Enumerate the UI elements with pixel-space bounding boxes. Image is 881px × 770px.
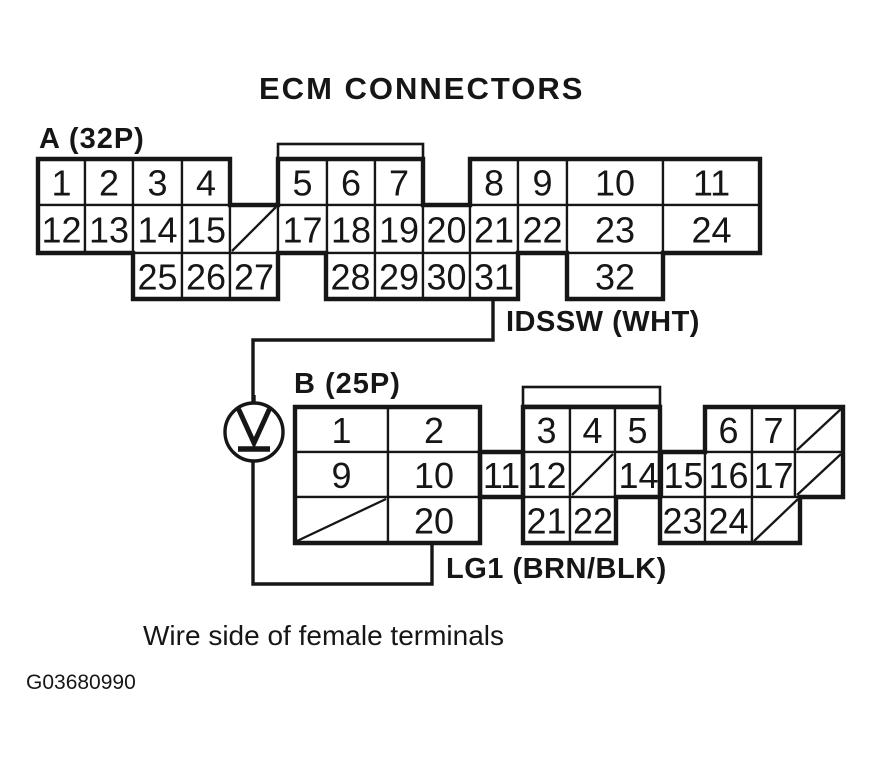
connector-b-cell-label-10: 10 (414, 455, 454, 496)
connector-b-cell-10 (386, 450, 482, 499)
connector-b-blocked-diagonal (571, 453, 614, 496)
connector-b-cell-label-6: 6 (718, 410, 738, 451)
connector-a-cell-label-23: 23 (595, 210, 635, 251)
connector-b-cell-24 (703, 495, 754, 545)
connector-a-cell-label-32: 32 (595, 257, 635, 298)
connector-b-outline (520, 404, 663, 546)
connector-b-cell-2 (386, 405, 482, 454)
connector-a-cell-24 (661, 203, 762, 255)
connector-a-cell-label-22: 22 (522, 210, 562, 251)
connector-a-cell-label-26: 26 (186, 257, 226, 298)
connector-b-cell-label-24: 24 (708, 501, 748, 542)
connector-b-cell-23 (658, 495, 707, 545)
connector-b-cell-17 (750, 450, 797, 499)
connector-b-blocked-diagonal (753, 498, 799, 542)
connector-a-cell-label-1: 1 (51, 163, 71, 204)
connector-a-outline (35, 156, 763, 302)
ground-symbol-icon (223, 401, 285, 463)
connector-b-cell-label-4: 4 (582, 410, 602, 451)
connector-a-cell-label-9: 9 (532, 163, 552, 204)
connector-a-cell-label-5: 5 (292, 163, 312, 204)
connector-b-blocked-diagonal (796, 408, 842, 451)
connector-b-cell-label-1: 1 (331, 410, 351, 451)
connector-a-cell-28 (324, 251, 377, 301)
connector-a-cell-label-4: 4 (196, 163, 216, 204)
connector-a-cell-label-19: 19 (379, 210, 419, 251)
connector-a-cell-label-27: 27 (234, 257, 274, 298)
connector-a-cell-label-15: 15 (186, 210, 226, 251)
connector-a-cell-label-14: 14 (137, 210, 177, 251)
connector-a-cell-label-28: 28 (330, 257, 370, 298)
connector-b-cell-label-14: 14 (618, 455, 658, 496)
connector-b-cell-label-9: 9 (331, 455, 351, 496)
connector-a-cell-22 (516, 203, 569, 255)
connector-b-cell-label-16: 16 (708, 455, 748, 496)
connector-a-cell-label-8: 8 (484, 163, 504, 204)
connector-a-cell-label-12: 12 (41, 210, 81, 251)
connector-b-cell-label-12: 12 (526, 455, 566, 496)
connector-b-cell-label-17: 17 (753, 455, 793, 496)
connector-a-cell-label-24: 24 (691, 210, 731, 251)
connector-b-cell-label-15: 15 (663, 455, 703, 496)
connector-a-blocked-diagonal (231, 206, 277, 252)
connector-b-cell-label-21: 21 (526, 501, 566, 542)
caption: Wire side of female terminals (143, 620, 505, 651)
connector-a-cell-label-11: 11 (693, 163, 730, 204)
connector-a-cell-label-20: 20 (426, 210, 466, 251)
connector-b-outline (657, 404, 846, 546)
ground-symbol-v-glyph (236, 407, 272, 450)
connector-b-cell-21 (521, 495, 572, 545)
connector-a-cell-19 (373, 203, 425, 255)
connector-b-cell-label-3: 3 (536, 410, 556, 451)
connector-a-cell-label-3: 3 (147, 163, 167, 204)
connector-a-cell-label-18: 18 (331, 210, 371, 251)
connector-a-cell-27 (228, 251, 280, 301)
connector-b-cell-label-22: 22 (573, 501, 613, 542)
connector-a-cell-label-30: 30 (426, 257, 466, 298)
connector-b-cell-label-20: 20 (414, 501, 454, 542)
connector-a-cell-15 (180, 203, 232, 255)
connector-a-cell-14 (131, 203, 184, 255)
connector-b-outline (292, 404, 483, 546)
connector-a-cell-1 (36, 157, 87, 207)
connector-b-cell-label-23: 23 (662, 501, 702, 542)
connector-b-label: B (25P) (294, 368, 401, 400)
connector-a-cell-label-21: 21 (474, 210, 514, 251)
wire-lg1-label: LG1 (BRN/BLK) (446, 553, 667, 585)
wire-lg1 (251, 460, 434, 586)
connector-b-cell-label-11: 11 (483, 455, 520, 496)
connector-a-cell-18 (325, 203, 377, 255)
connector-b-blocked-diagonal (296, 497, 387, 543)
connector-a-cell-label-13: 13 (89, 210, 129, 251)
connector-b-cell-label-7: 7 (763, 410, 783, 451)
connector-a-cell-3 (131, 157, 184, 207)
connector-a-cell-label-10: 10 (595, 163, 635, 204)
wire-idssw-label: IDSSW (WHT) (506, 306, 700, 338)
connector-b-cell-label-2: 2 (424, 410, 444, 451)
connector-a-cell-label-31: 31 (474, 257, 514, 298)
wire-idssw (251, 301, 495, 402)
connector-a-cell-label-6: 6 (341, 163, 361, 204)
connector-b-tab (521, 385, 662, 408)
connector-a-cell-label-29: 29 (379, 257, 419, 298)
connector-a-cell-label-25: 25 (137, 257, 177, 298)
connector-b-cell-15 (660, 450, 707, 499)
connector-b-blocked-diagonal (796, 453, 842, 496)
figure-id: G03680990 (26, 671, 136, 694)
connector-a-cell-label-2: 2 (99, 163, 119, 204)
page-title: ECM CONNECTORS (259, 71, 585, 106)
connector-a-cell-label-7: 7 (389, 163, 409, 204)
connector-a-label: A (32P) (39, 123, 145, 155)
connector-b-cell-label-5: 5 (627, 410, 647, 451)
connector-a-cell-label-17: 17 (282, 210, 322, 251)
